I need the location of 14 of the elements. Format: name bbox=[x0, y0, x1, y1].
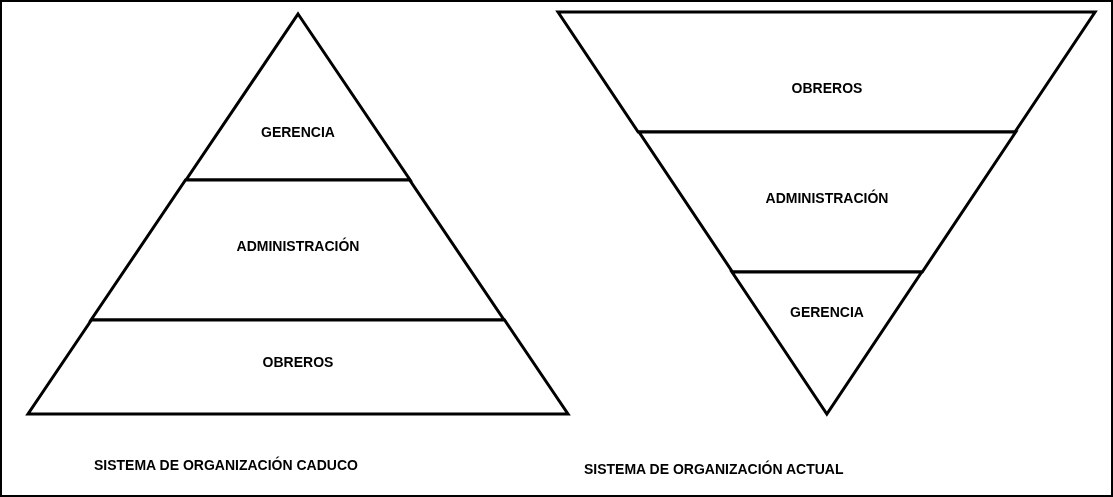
band-label: GERENCIA bbox=[790, 304, 864, 320]
band-label: ADMINISTRACIÓN bbox=[765, 190, 889, 206]
pyramid-band bbox=[730, 270, 924, 416]
band-label: ADMINISTRACIÓN bbox=[236, 238, 360, 254]
band-label: OBREROS bbox=[262, 354, 334, 370]
pyramid-band bbox=[26, 318, 570, 416]
band-label: GERENCIA bbox=[261, 124, 335, 140]
pyramid-band bbox=[183, 12, 413, 182]
pyramid-band bbox=[636, 130, 1018, 274]
band-label: OBREROS bbox=[791, 80, 863, 96]
caption: SISTEMA DE ORGANIZACIÓN ACTUAL bbox=[584, 461, 844, 477]
caption: SISTEMA DE ORGANIZACIÓN CADUCO bbox=[94, 457, 358, 473]
pyramid-band bbox=[89, 178, 507, 322]
pyramid-band bbox=[556, 10, 1098, 134]
